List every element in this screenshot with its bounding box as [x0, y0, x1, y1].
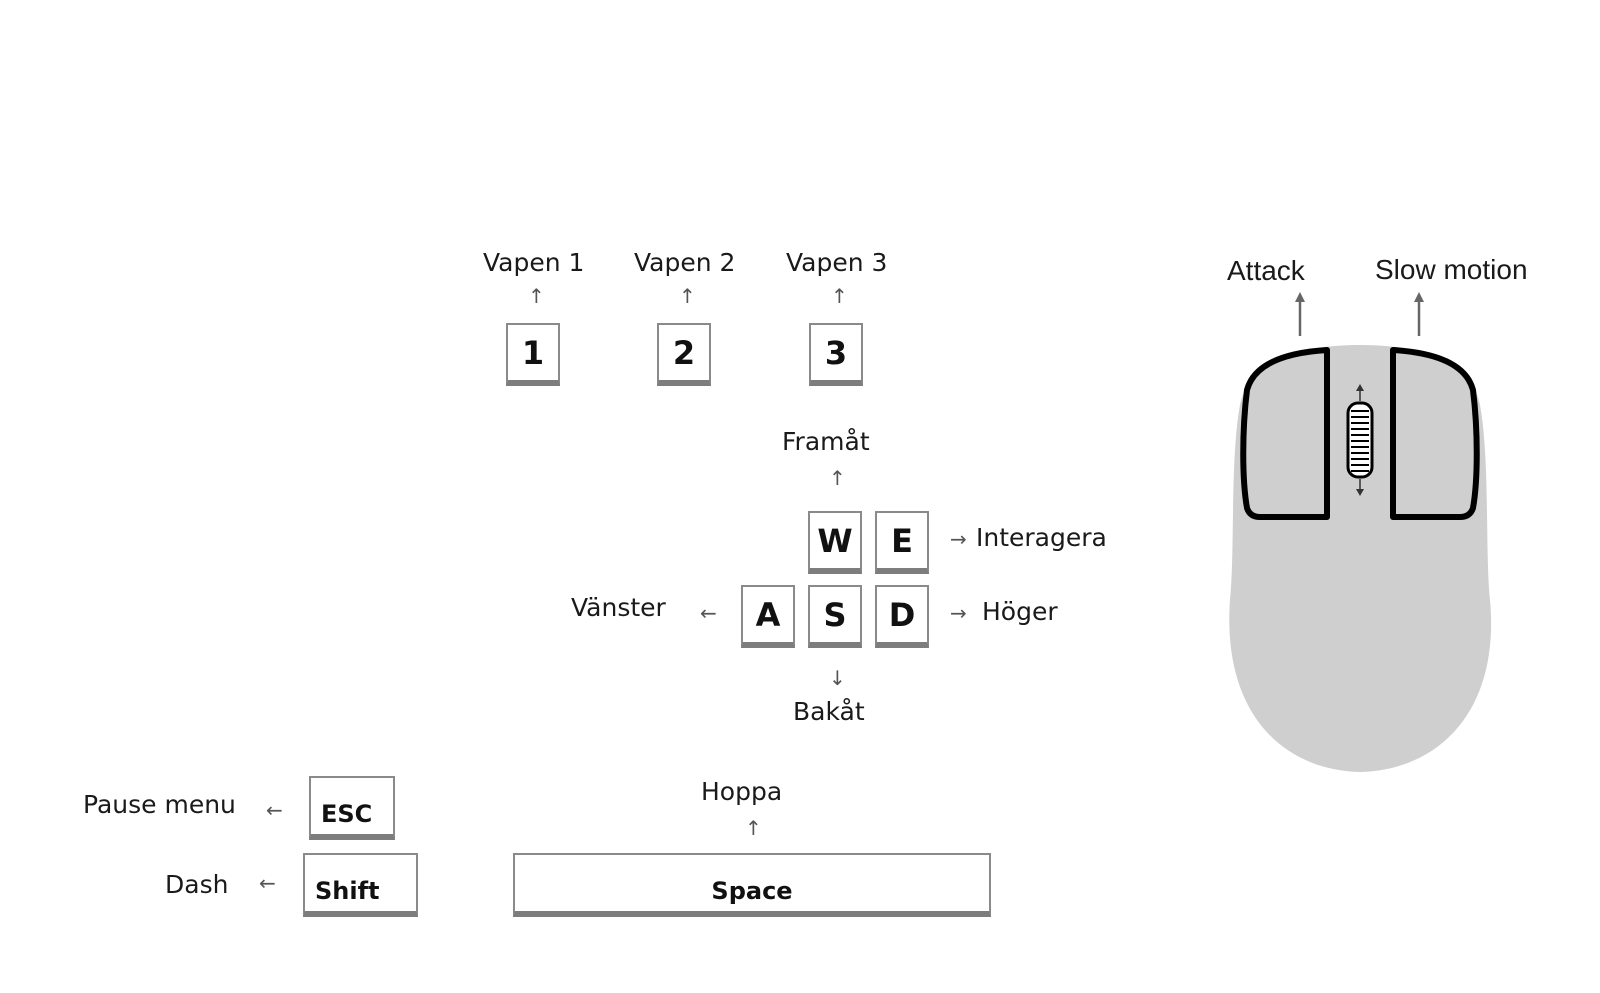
scroll-wheel-icon	[1346, 384, 1374, 496]
up-arrow-icon: ↑	[745, 816, 762, 840]
right-arrow-icon: →	[950, 601, 967, 625]
mouse-icon	[1229, 292, 1492, 772]
right-arrow-icon: →	[950, 527, 967, 551]
left-mouse-button	[1240, 347, 1330, 520]
key-d: D	[875, 585, 929, 648]
forward-label: Framåt	[782, 427, 870, 456]
weapon-2-label: Vapen 2	[634, 248, 736, 277]
left-label: Vänster	[571, 593, 666, 622]
weapon-3-label: Vapen 3	[786, 248, 888, 277]
key-shift: Shift	[303, 853, 418, 917]
attack-arrow-icon	[1295, 292, 1305, 336]
dash-label: Dash	[165, 870, 229, 899]
key-a: A	[741, 585, 795, 648]
right-label: Höger	[982, 597, 1058, 626]
left-arrow-icon: ←	[266, 798, 283, 822]
weapon-1-label: Vapen 1	[483, 248, 585, 277]
right-mouse-button	[1390, 347, 1480, 520]
key-1: 1	[506, 323, 560, 386]
down-arrow-icon: ↓	[829, 666, 846, 690]
backward-label: Bakåt	[793, 697, 865, 726]
key-esc: ESC	[309, 776, 395, 840]
pause-menu-label: Pause menu	[83, 790, 236, 819]
jump-label: Hoppa	[701, 777, 783, 806]
key-space: Space	[513, 853, 991, 917]
attack-label: Attack	[1227, 255, 1305, 286]
key-2: 2	[657, 323, 711, 386]
up-arrow-icon: ↑	[829, 466, 846, 490]
key-e: E	[875, 511, 929, 574]
up-arrow-icon: ↑	[831, 284, 848, 308]
up-arrow-icon: ↑	[679, 284, 696, 308]
left-arrow-icon: ←	[700, 601, 717, 625]
up-arrow-icon: ↑	[528, 284, 545, 308]
slow-motion-arrow-icon	[1414, 292, 1424, 336]
key-3: 3	[809, 323, 863, 386]
key-s: S	[808, 585, 862, 648]
slow-motion-label: Slow motion	[1375, 254, 1528, 285]
left-arrow-icon: ←	[259, 871, 276, 895]
interact-label: Interagera	[976, 523, 1107, 552]
key-w: W	[808, 511, 862, 574]
